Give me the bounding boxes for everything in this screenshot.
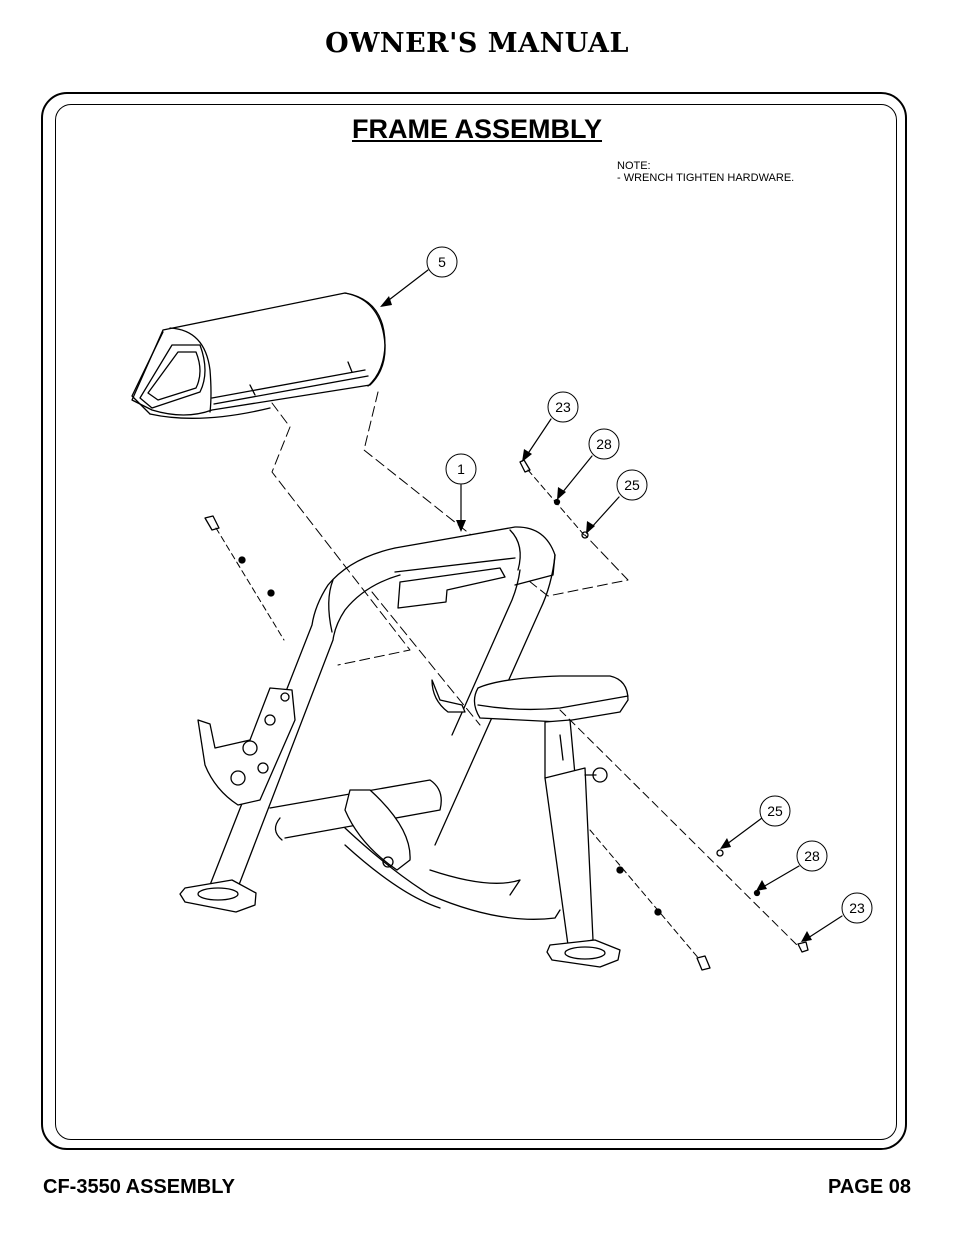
page-border-outer: [41, 92, 907, 1150]
note-heading: NOTE:: [617, 160, 651, 172]
callout-25-top-label: 25: [624, 477, 640, 493]
assembly-note: NOTE: - WRENCH TIGHTEN HARDWARE.: [617, 160, 794, 184]
roller-pad-part: [131, 292, 386, 419]
callout-1-bubble: [445, 453, 477, 485]
note-line: - WRENCH TIGHTEN HARDWARE.: [617, 172, 795, 184]
callout-28-top-bubble: [588, 428, 620, 460]
upper-right-hardware-stack: [519, 459, 589, 539]
callout-25-top-bubble: [616, 469, 648, 501]
callout-25-bottom-bubble: [759, 795, 791, 827]
main-frame-part: [179, 526, 629, 968]
callout-23-bottom-label: 23: [849, 900, 865, 916]
callout-23-top-bubble: [547, 391, 579, 423]
callout-28-bottom-label: 28: [804, 848, 820, 864]
callout-5-bubble: [426, 246, 458, 278]
callout-1-label: 1: [457, 461, 465, 477]
callout-5-label: 5: [438, 254, 446, 270]
callout-23-top-label: 23: [555, 399, 571, 415]
callout-28-bottom-bubble: [796, 840, 828, 872]
callout-28-top-label: 28: [596, 436, 612, 452]
footer-page-number: PAGE 08: [828, 1176, 911, 1198]
lower-right-hardware-stack: [559, 709, 809, 953]
footer-model: CF-3550 ASSEMBLY: [43, 1176, 235, 1198]
callout-25-bottom-label: 25: [767, 803, 783, 819]
section-title: FRAME ASSEMBLY: [351, 114, 603, 144]
manual-title: OWNER'S MANUAL: [325, 28, 629, 59]
left-hardware-stack: [204, 515, 285, 641]
callout-23-bottom-bubble: [841, 892, 873, 924]
lower-hardware-stack: [589, 829, 711, 971]
page-border-inner: [55, 104, 897, 1140]
